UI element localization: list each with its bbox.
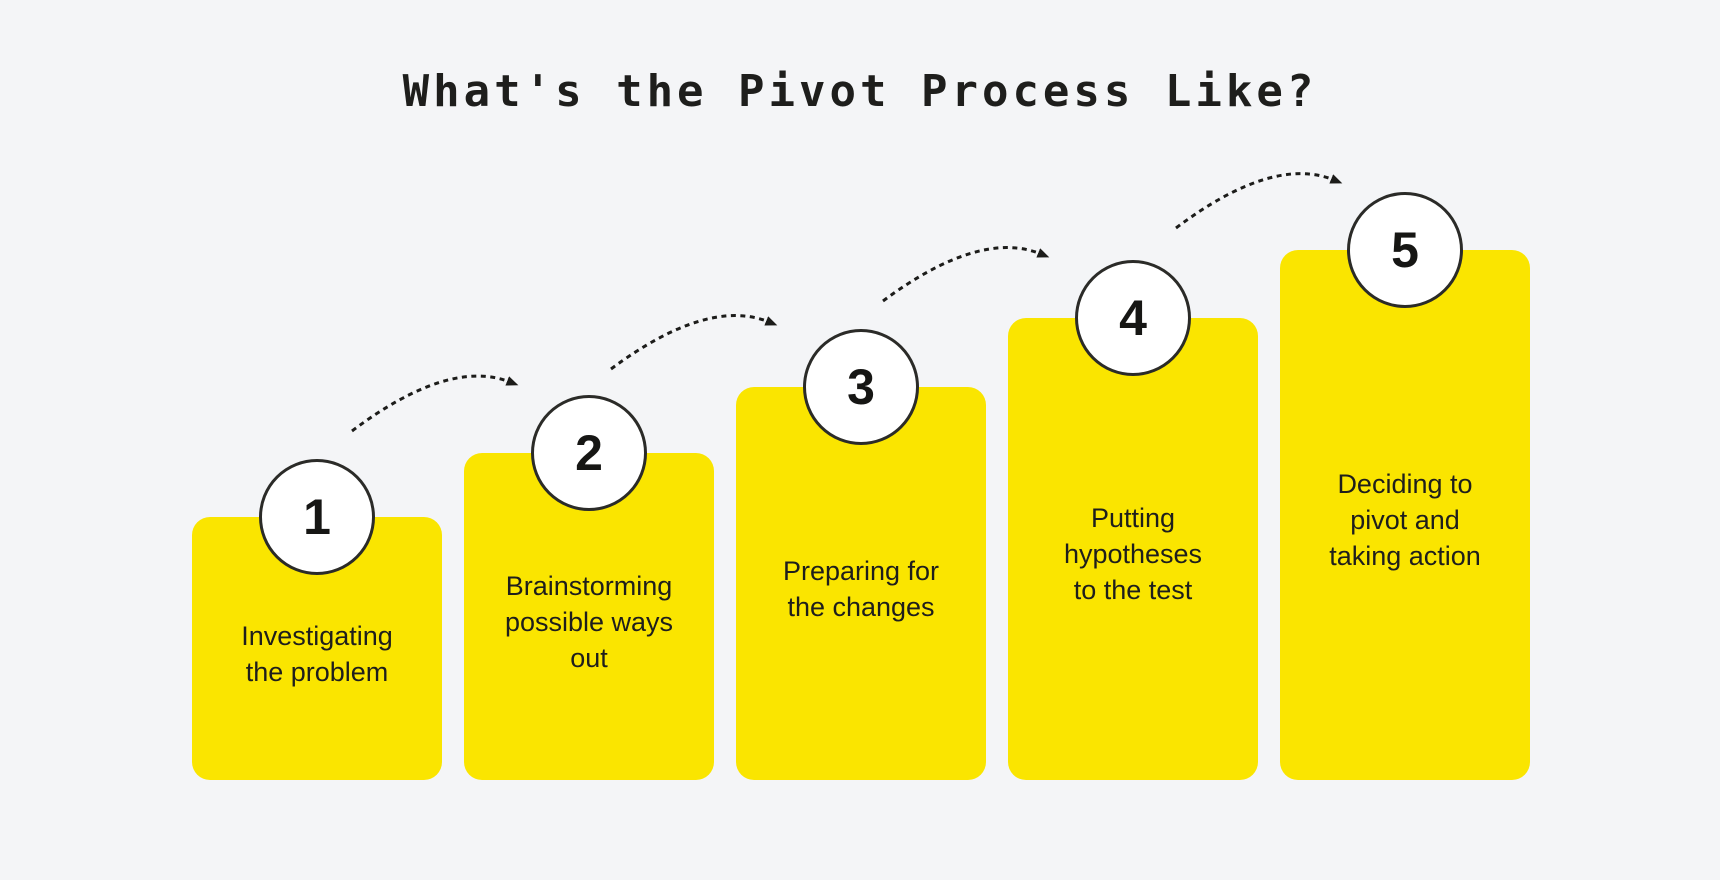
step-5-bar: Deciding to pivot and taking action bbox=[1280, 250, 1530, 780]
arrow-step3-to-step4-icon bbox=[882, 246, 1050, 303]
step-1-label: Investigating the problem bbox=[241, 620, 393, 687]
step-4-bar: Putting hypotheses to the test bbox=[1008, 318, 1258, 780]
arrow-step1-to-step2-icon bbox=[351, 374, 519, 433]
step-2-label: Brainstorming possible ways out bbox=[504, 570, 674, 673]
step-4-number: 4 bbox=[1119, 290, 1147, 346]
step-5-number: 5 bbox=[1391, 222, 1419, 278]
step-3-bar: Preparing for the changes bbox=[736, 387, 986, 780]
step-3-number-badge: 3 bbox=[803, 329, 919, 445]
step-5-label: Deciding to pivot and taking action bbox=[1329, 469, 1481, 571]
arrow-step2-to-step3-icon bbox=[610, 314, 778, 371]
page-title: What's the Pivot Process Like? bbox=[402, 66, 1318, 117]
step-1-number: 1 bbox=[303, 489, 331, 545]
arrow-step4-to-step5-icon bbox=[1175, 172, 1343, 230]
step-4-label: Putting hypotheses to the test bbox=[1063, 503, 1203, 605]
step-2-number: 2 bbox=[575, 425, 603, 481]
step-3-number: 3 bbox=[847, 359, 875, 415]
step-4-number-badge: 4 bbox=[1075, 260, 1191, 376]
step-1-number-badge: 1 bbox=[259, 459, 375, 575]
step-3-label: Preparing for the changes bbox=[782, 555, 940, 622]
step-5-number-badge: 5 bbox=[1347, 192, 1463, 308]
step-2-number-badge: 2 bbox=[531, 395, 647, 511]
